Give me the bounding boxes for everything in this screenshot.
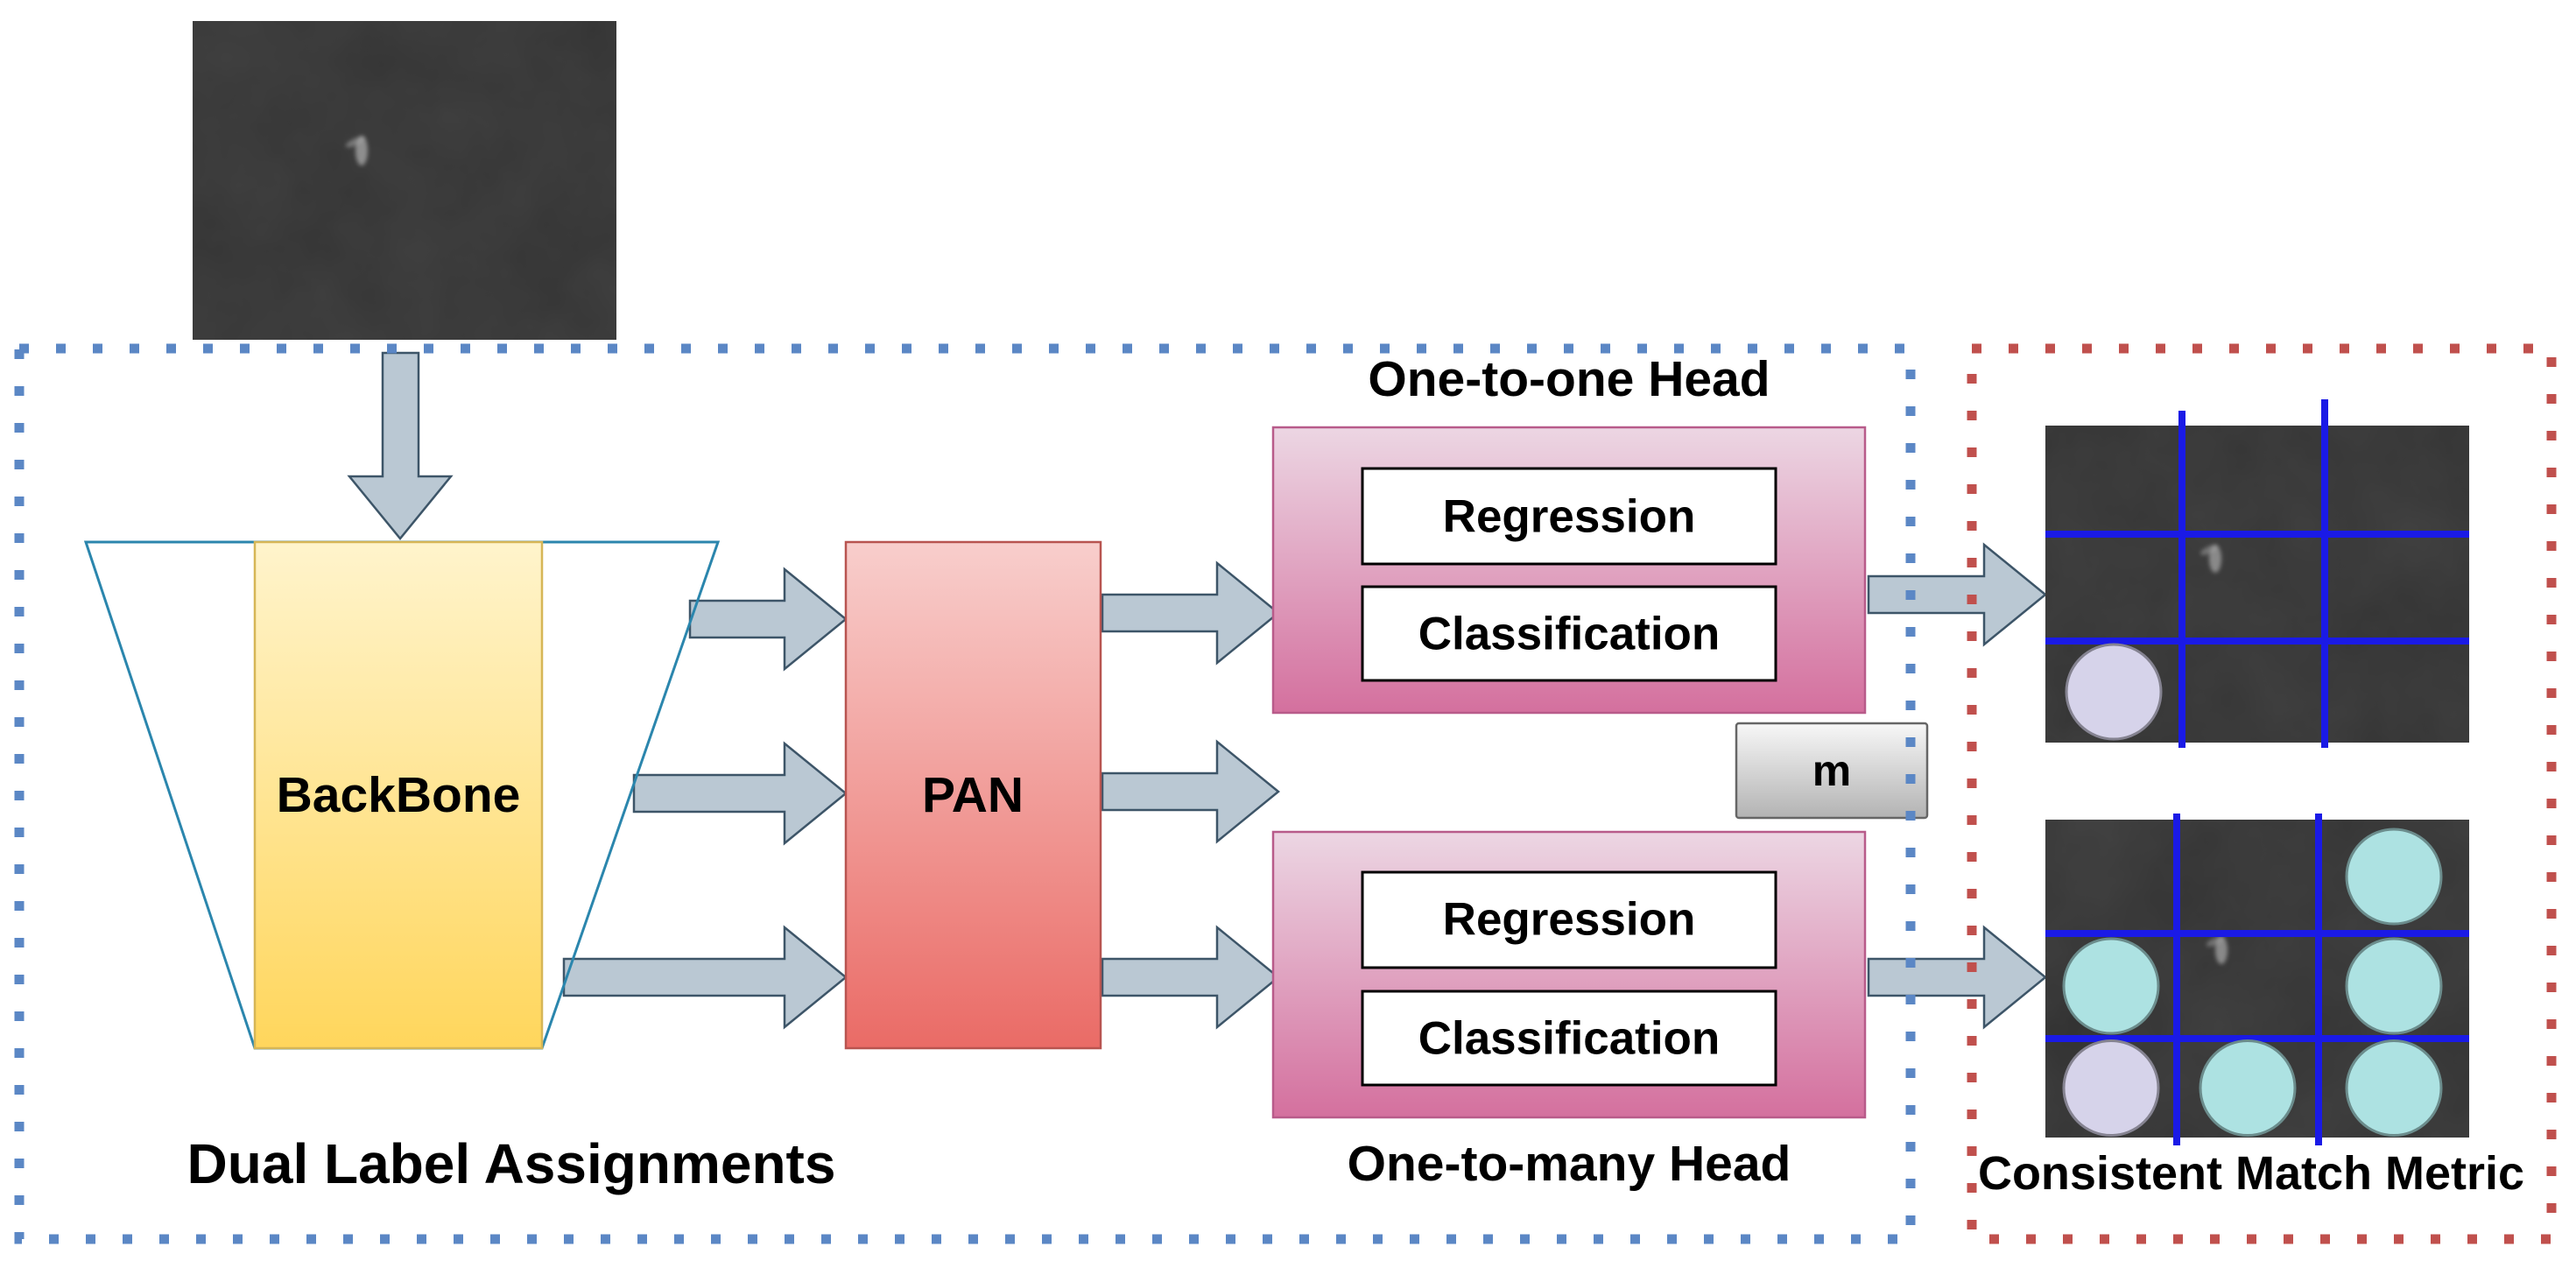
grid-cell-marker [2345, 937, 2443, 1035]
object-wing [2206, 936, 2225, 947]
object-wing [2199, 545, 2219, 555]
one-to-one-head-title: One-to-one Head [1368, 351, 1770, 407]
metric-box-shape [1735, 722, 1929, 820]
arrow-pan-to-one-to-one-head [1101, 560, 1280, 666]
one-to-many-head-title: One-to-many Head [1348, 1136, 1791, 1192]
dual-label-assignments-region-border [14, 343, 1916, 1244]
consistent-match-metric-caption: Consistent Match Metric [1978, 1147, 2524, 1200]
one-to-many-classification-label: Classification [1418, 1013, 1721, 1065]
grid-cell-marker [2065, 643, 2163, 741]
grid-bottom-markers [2062, 828, 2443, 1137]
input-image-object [345, 136, 368, 166]
dual-label-assignments-caption: Dual Label Assignments [187, 1132, 836, 1195]
grid-cell-marker [2062, 1039, 2160, 1137]
arrow-backbone-to-pan-middle [632, 741, 848, 846]
grid-top-markers [2065, 643, 2163, 741]
one-to-many-head: Regression Classification One-to-many He… [1271, 830, 1867, 1192]
arrow-one-to-many-head-to-grid [1867, 925, 2047, 1030]
grid-cell-marker [2062, 937, 2160, 1035]
pan-neck: PAN [844, 540, 1102, 1050]
backbone-label: BackBone [277, 767, 521, 823]
match-grid-bottom [2045, 814, 2469, 1145]
input-image-texture [193, 21, 616, 340]
backbone-block [253, 540, 544, 1050]
match-grid-top [2045, 399, 2469, 748]
metric-box-label: m [1812, 746, 1851, 795]
object-wing [345, 136, 366, 148]
one-to-one-regression-box [1361, 467, 1777, 566]
one-to-many-regression-box [1361, 870, 1777, 969]
one-to-one-classification-box [1361, 585, 1777, 682]
input-image [193, 21, 616, 340]
arrow-pan-to-one-to-many-head [1101, 925, 1280, 1030]
grid-bottom-lines [2045, 814, 2469, 1145]
grid-top-object [2199, 545, 2221, 573]
pan-block [844, 540, 1102, 1050]
pan-label: PAN [922, 767, 1024, 823]
flow-arrows [347, 351, 2047, 1030]
backbone: BackBone [83, 540, 721, 1050]
arrow-backbone-to-pan-bottom [562, 925, 848, 1030]
grid-cell-marker [2199, 1039, 2297, 1137]
arrow-image-to-backbone [347, 351, 454, 540]
arrow-backbone-to-pan-top [688, 567, 848, 672]
grid-cell-marker [2345, 828, 2443, 926]
grid-cell-marker [2345, 1039, 2443, 1137]
one-to-many-regression-label: Regression [1443, 894, 1696, 946]
arrow-pan-middle [1101, 739, 1280, 844]
grid-top-lines [2045, 399, 2469, 748]
one-to-one-classification-label: Classification [1418, 609, 1721, 660]
one-to-one-regression-label: Regression [1443, 491, 1696, 543]
one-to-many-classification-box [1361, 990, 1777, 1087]
arrow-one-to-one-head-to-grid [1867, 542, 2047, 647]
grid-bottom-object [2206, 936, 2228, 964]
metric-box: m [1735, 722, 1929, 820]
one-to-one-head: One-to-one Head Regression Classificatio… [1271, 351, 1867, 715]
